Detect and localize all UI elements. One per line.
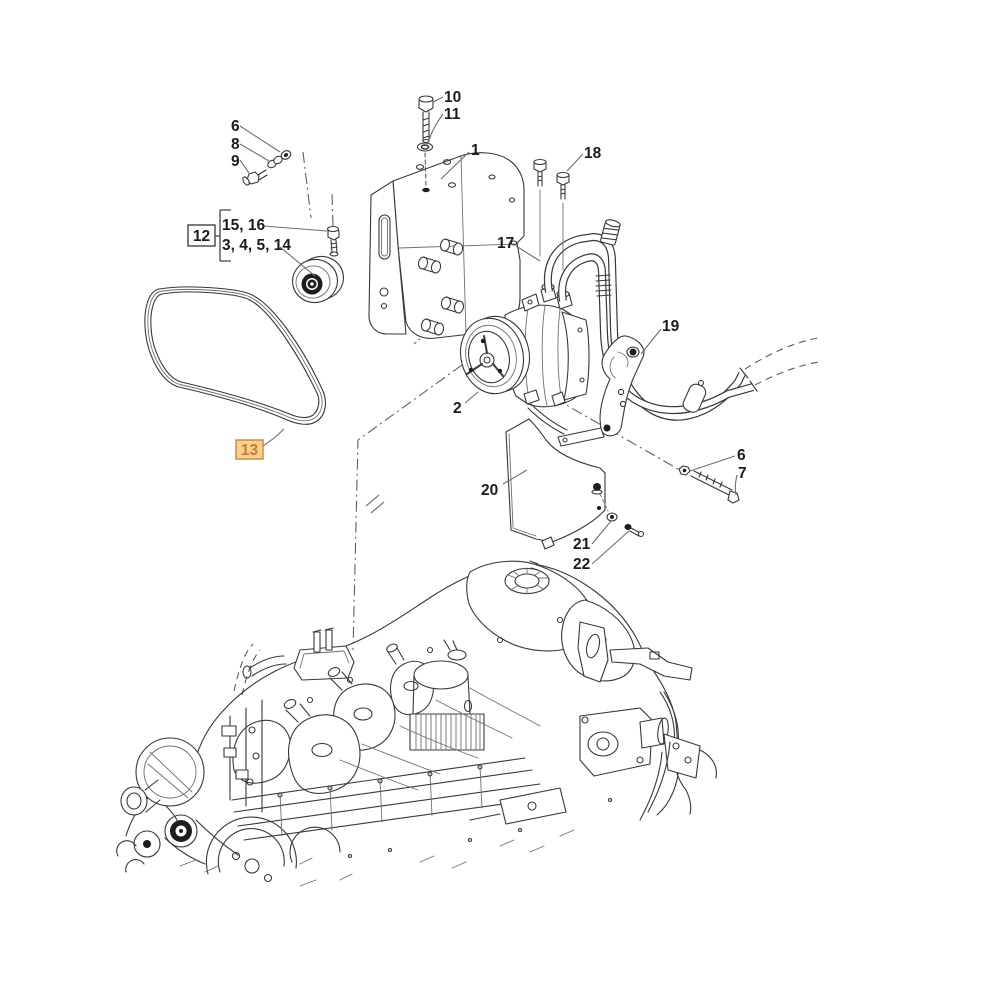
- callout-6-lower[interactable]: 6: [737, 447, 746, 464]
- callout-8[interactable]: 8: [231, 136, 240, 153]
- callout-17[interactable]: 17: [497, 235, 514, 252]
- callout-22[interactable]: 22: [573, 556, 590, 573]
- callout-10[interactable]: 10: [444, 89, 461, 106]
- engine-assembly-drawing: [116, 560, 717, 887]
- callout-15-16[interactable]: 15, 16: [222, 217, 265, 234]
- callout-21[interactable]: 21: [573, 536, 591, 553]
- callout-19[interactable]: 19: [662, 318, 680, 335]
- callout-20[interactable]: 20: [481, 482, 498, 499]
- callout-2[interactable]: 2: [453, 400, 462, 417]
- spacer-bushings: [417, 238, 465, 336]
- callout-7[interactable]: 7: [738, 465, 747, 482]
- callout-3-4-5-14[interactable]: 3, 4, 5, 14: [222, 237, 291, 254]
- ac-compressor: [459, 283, 590, 435]
- cover-plate: [505, 418, 645, 550]
- idler-pulley: [291, 225, 345, 304]
- callout-13-highlight-box[interactable]: [235, 439, 264, 460]
- hose-bolts: [533, 158, 570, 271]
- service-valve: [600, 219, 621, 246]
- callout-12-box[interactable]: [187, 224, 216, 247]
- support-bracket: [557, 335, 645, 447]
- callout-11[interactable]: 11: [444, 106, 461, 123]
- refrigerant-hoses: [533, 158, 820, 421]
- callouts: 10 11 1 6 8 9 12 15, 16 3, 4, 5, 14 13 1…: [187, 89, 747, 573]
- cover-plate-fasteners: [606, 512, 645, 538]
- bracket-bolt-and-washer: [416, 95, 434, 188]
- bracket-bolt-right: [678, 465, 740, 504]
- leader-lines: [215, 96, 738, 565]
- callout-13[interactable]: 13: [241, 442, 259, 459]
- mounting-bracket-plate: [368, 95, 525, 339]
- callout-1[interactable]: 1: [471, 142, 480, 159]
- callout-6-upper[interactable]: 6: [231, 118, 240, 135]
- callout-9[interactable]: 9: [231, 153, 240, 170]
- callout-12[interactable]: 12: [193, 228, 210, 245]
- callout-18[interactable]: 18: [584, 145, 602, 162]
- idler-fastener-set: [242, 150, 292, 186]
- drive-belt: [144, 286, 326, 425]
